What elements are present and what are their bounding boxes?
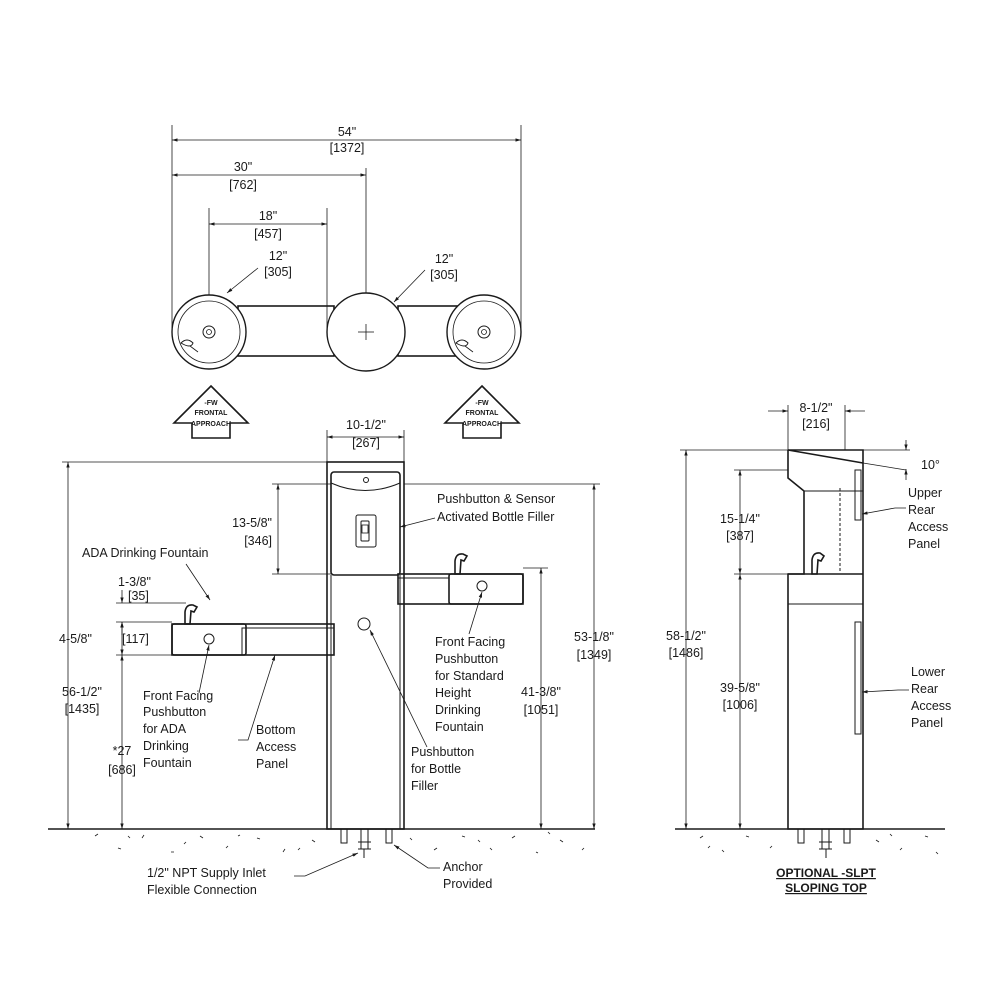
label-std-button-4: Height [435,686,472,700]
dim-overall-mm: [1372] [330,141,365,155]
label-lower-panel-4: Panel [911,716,943,730]
dim-offset-in: 18" [259,209,277,223]
label-bottle-button-3: Filler [411,779,438,793]
dim-center-in: 30" [234,160,252,174]
dim-filler-mm: [346] [244,534,272,548]
approach-left-line2: FRONTAL [195,410,229,417]
bottle-filler-recess [330,471,401,576]
label-ada-button-3: for ADA [143,722,187,736]
label-upper-panel-2: Rear [908,503,935,517]
label-upper-panel-3: Access [908,520,948,534]
approach-left-line3: APPROACH [191,421,231,428]
dim-height-in: 56-1/2" [62,685,102,699]
label-ada-button-1: Front Facing [143,689,213,703]
label-upper-panel-1: Upper [908,486,942,500]
label-supply-1: 1/2" NPT Supply Inlet [147,866,266,880]
label-std-button-1: Front Facing [435,635,505,649]
tower-body [326,461,405,830]
dim-upper-in: 15-1/4" [720,512,760,526]
dim-lower-in: 39-5/8" [720,681,760,695]
label-std-button-6: Fountain [435,720,484,734]
approach-left-line1: -FW [204,400,218,407]
dim-side-top-in: 8-1/2" [800,401,833,415]
bottle-filler-button [357,617,371,631]
dim-left-dia-in: 12" [269,249,287,263]
label-bottom-panel-1: Bottom [256,723,296,737]
label-lower-panel-3: Access [911,699,951,713]
ada-bubbler [184,604,199,625]
side-body [787,449,864,830]
plan-left-bar [237,305,335,357]
approach-arrow-right [443,384,521,439]
side-title-2: SLOPING TOP [785,881,867,895]
label-ada-button-2: Pushbutton [143,705,206,719]
dim-std-mm: [1051] [524,703,559,717]
side-view: 8-1/2" [216] 10° 15-1/4" [387] 39-5/8" [… [666,401,951,895]
approach-right-line2: FRONTAL [466,410,500,417]
label-bottom-panel-2: Access [256,740,296,754]
label-anchor-1: Anchor [443,860,483,874]
dim-right-dia-mm: [305] [430,268,458,282]
dim-ada-mm: [686] [108,763,136,777]
ada-fountain-body [171,623,335,656]
dim-side-height-mm: [1486] [669,646,704,660]
dim-width-mm: [267] [352,436,380,450]
side-bubbler [811,552,826,575]
label-ada-button-4: Drinking [143,739,189,753]
label-std-button-2: Pushbutton [435,652,498,666]
dim-bowl-in: 4-5/8" [59,632,92,646]
label-upper-panel-4: Panel [908,537,940,551]
dim-bowl-mm: [117] [122,632,149,646]
dim-filler-in: 13-5/8" [232,516,272,530]
dim-spout-in: 1-3/8" [118,575,151,589]
label-bottle-button-1: Pushbutton [411,745,474,759]
label-std-button-5: Drinking [435,703,481,717]
dim-side-top-mm: [216] [802,417,830,431]
dim-overall-in: 54" [338,125,356,139]
upper-rear-panel [854,469,862,521]
approach-right-line3: APPROACH [462,421,502,428]
label-bottle-button-2: for Bottle [411,762,461,776]
std-bubbler [454,553,469,575]
label-lower-panel-1: Lower [911,665,945,679]
dim-lower-mm: [1006] [723,698,758,712]
dim-height-mm: [1435] [65,702,100,716]
label-bottle-filler-1: Pushbutton & Sensor [437,492,555,506]
dim-right-dia-in: 12" [435,252,453,266]
dim-std-in: 41-3/8" [521,685,561,699]
dim-side-height-in: 58-1/2" [666,629,706,643]
ada-pushbutton [203,633,215,645]
dim-filler-h-mm: [1349] [577,648,612,662]
sensor-panel [355,514,377,548]
std-pushbutton [476,580,488,592]
approach-arrow-left [172,384,250,439]
dim-center-mm: [762] [229,178,257,192]
side-title-1: OPTIONAL -SLPT [776,866,876,880]
label-ada-button-5: Fountain [143,756,192,770]
approach-right-line1: -FW [475,400,489,407]
plan-right-drain [477,325,491,339]
label-ada-fountain: ADA Drinking Fountain [82,546,209,560]
dim-ada-in: *27 [113,744,132,758]
dim-filler-h-in: 53-1/8" [574,630,614,644]
dim-spout-mm: [35] [128,589,149,603]
plan-left-basin [171,294,247,370]
label-lower-panel-2: Rear [911,682,938,696]
dim-upper-mm: [387] [726,529,754,543]
plan-left-drain [202,325,216,339]
label-anchor-2: Provided [443,877,492,891]
label-std-button-3: for Standard [435,669,504,683]
plan-view: 54" [1372] 30" [762] 18" [457] 12" [305]… [171,125,522,439]
front-view: 10-1/2" [267] 13-5/8" [346] 1-3/8" [35] … [48,418,614,897]
label-supply-2: Flexible Connection [147,883,257,897]
plan-right-basin [446,294,522,370]
label-bottom-panel-3: Panel [256,757,288,771]
dim-width-in: 10-1/2" [346,418,386,432]
dim-left-dia-mm: [305] [264,265,292,279]
lower-rear-panel [854,621,862,735]
dim-angle: 10° [921,458,940,472]
label-bottle-filler-2: Activated Bottle Filler [437,510,554,524]
dim-offset-mm: [457] [254,227,282,241]
